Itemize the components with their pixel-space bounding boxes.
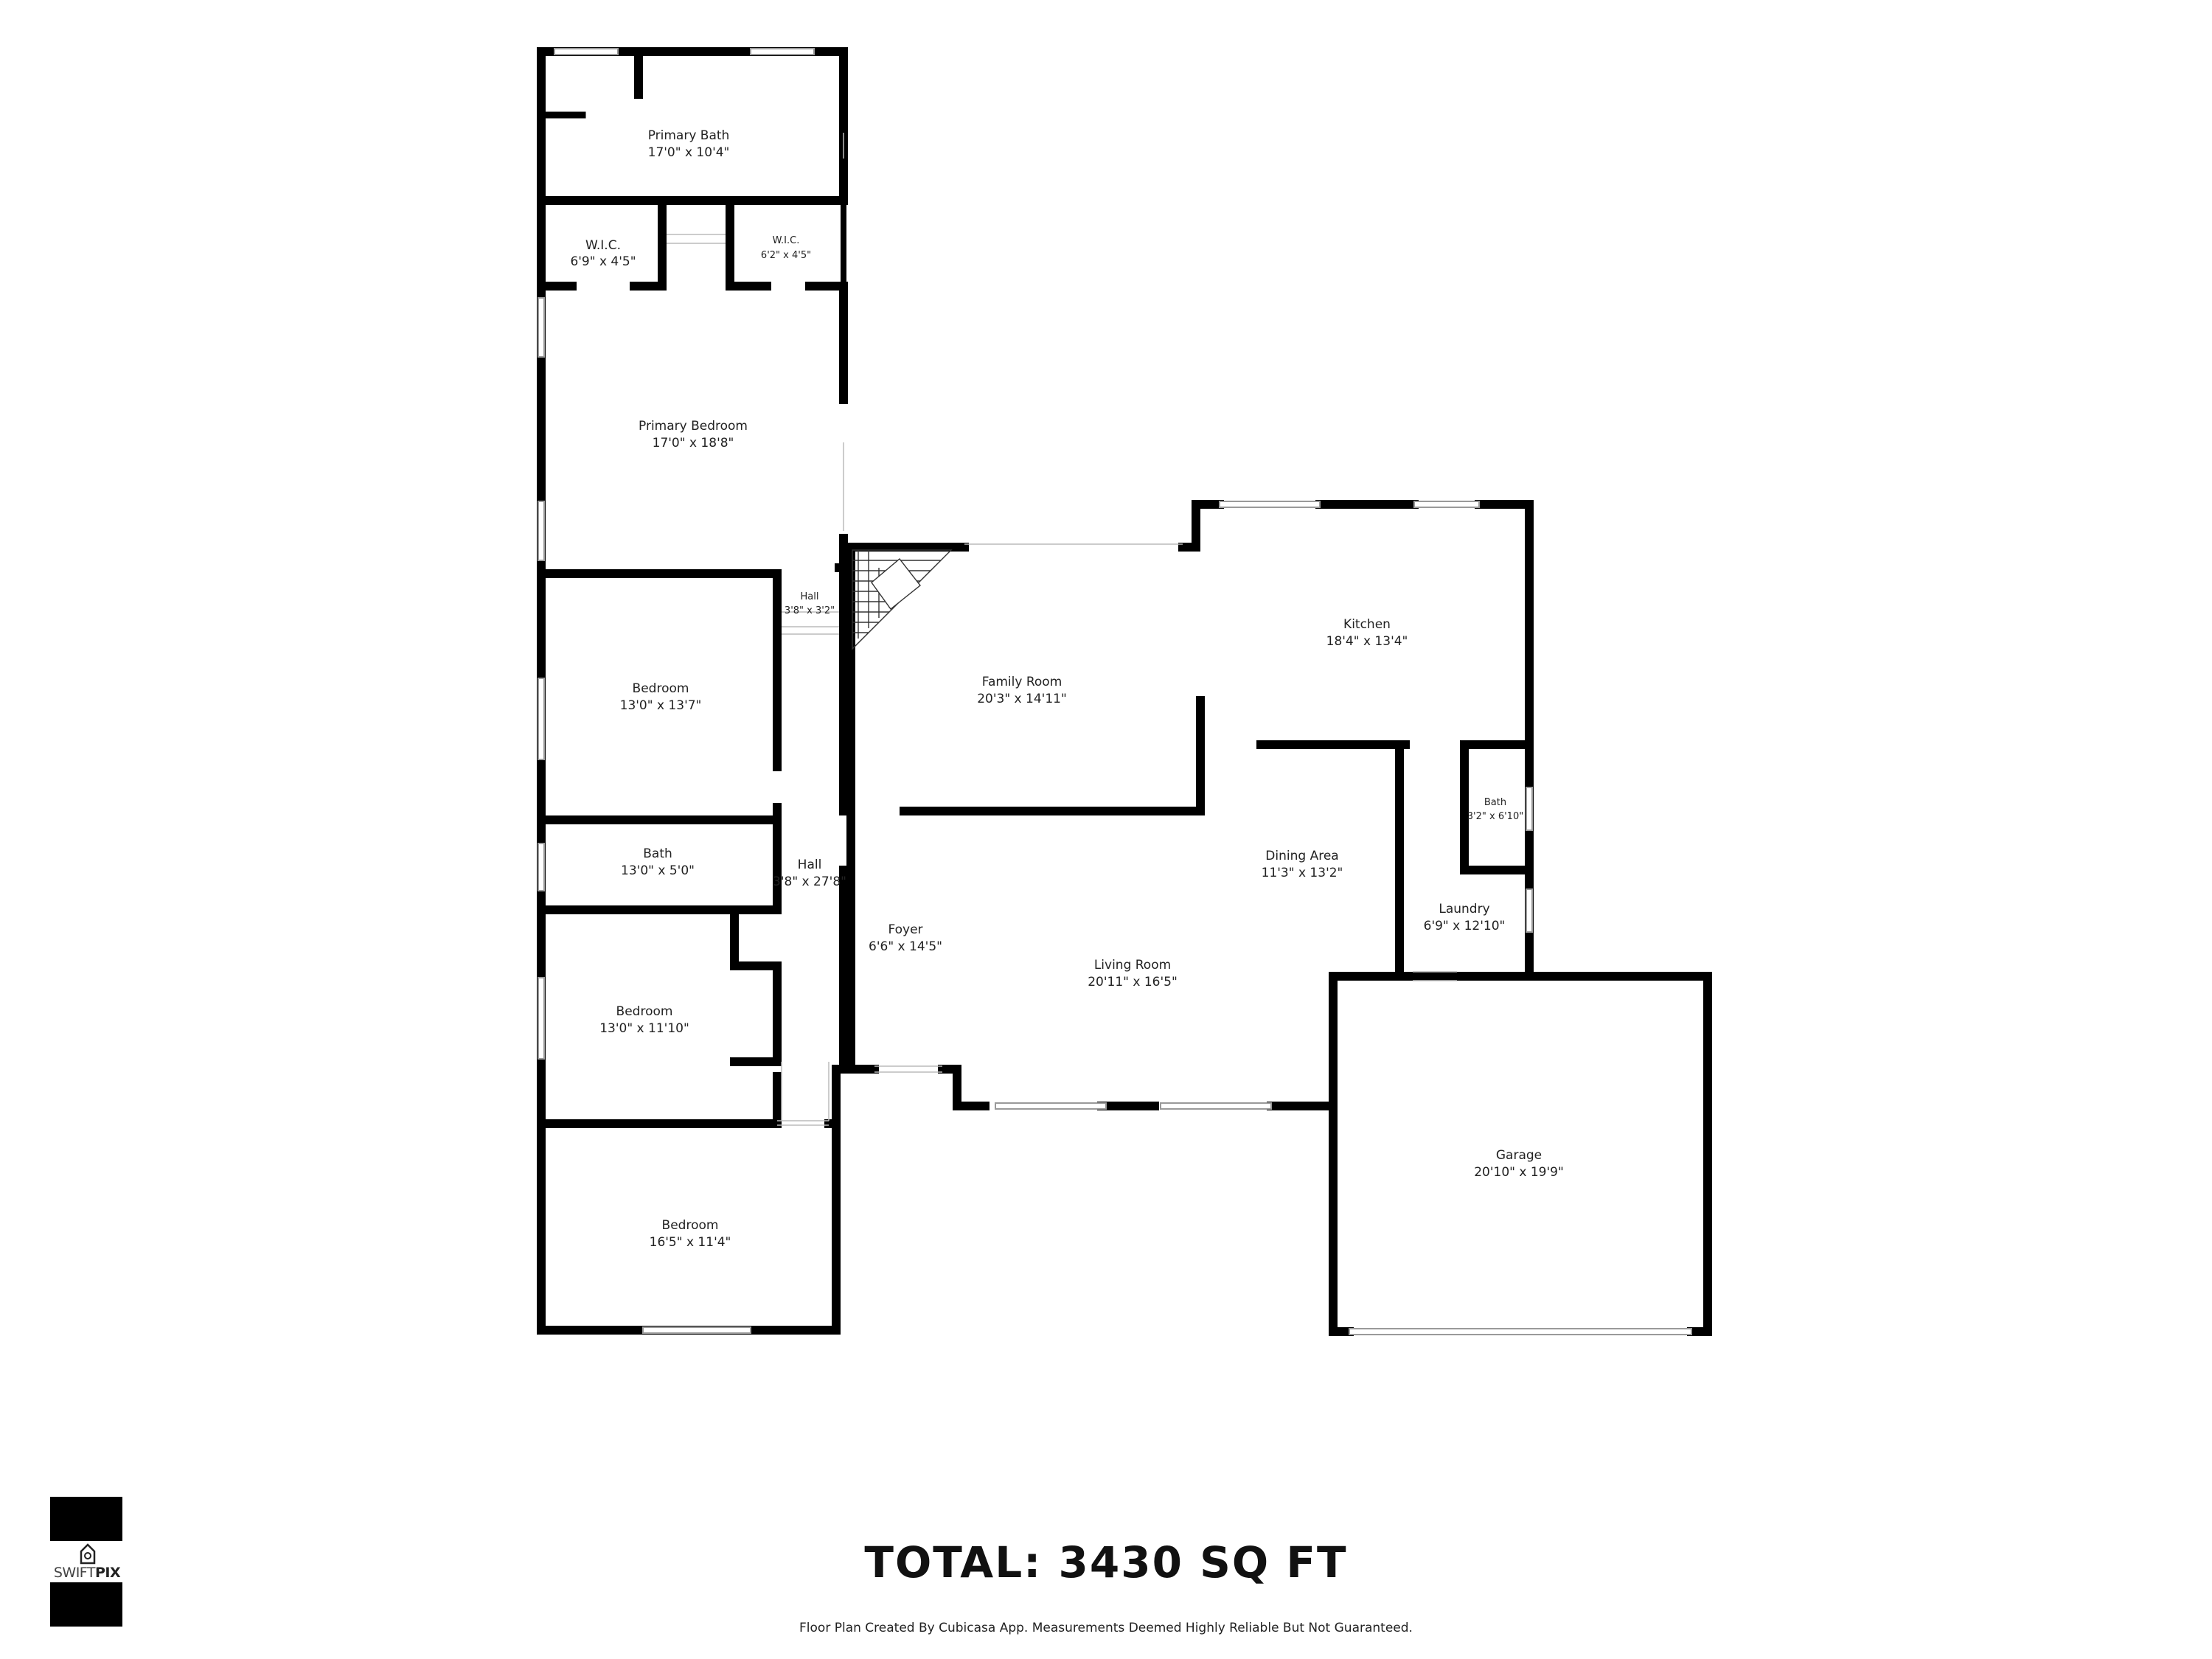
room-dims-hall-long: 3'8" x 27'8": [773, 874, 846, 889]
room-name-family-room: Family Room: [982, 675, 1062, 689]
room-name-hall-long: Hall: [798, 858, 822, 872]
room-name-wic-right: W.I.C.: [773, 235, 800, 246]
room-name-laundry: Laundry: [1439, 902, 1489, 917]
room-dims-garage: 20'10" x 19'9": [1474, 1165, 1564, 1180]
room-name-foyer: Foyer: [888, 922, 922, 937]
room-name-dining-area: Dining Area: [1265, 849, 1338, 863]
room-dims-bedroom-3: 16'5" x 11'4": [650, 1235, 731, 1250]
room-name-kitchen: Kitchen: [1343, 617, 1391, 632]
room-dims-bath-1: 13'0" x 5'0": [621, 863, 695, 878]
room-name-living-room: Living Room: [1094, 958, 1171, 973]
room-dims-family-room: 20'3" x 14'11": [977, 692, 1067, 706]
room-name-bedroom-1: Bedroom: [633, 681, 689, 696]
room-dims-hall-small: 3'8" x 3'2": [785, 605, 835, 616]
room-dims-laundry: 6'9" x 12'10": [1424, 919, 1506, 933]
room-labels: Primary Bath 17'0" x 10'4" W.I.C. 6'9" x…: [570, 128, 1563, 1250]
swiftpix-logo: SWIFTPIX: [49, 1497, 125, 1628]
room-name-primary-bath: Primary Bath: [648, 128, 730, 143]
logo-wordmark: SWIFTPIX: [53, 1565, 121, 1581]
room-name-hall-small: Hall: [801, 591, 819, 602]
room-name-bedroom-3: Bedroom: [662, 1218, 719, 1233]
room-dims-wic-right: 6'2" x 4'5": [761, 250, 811, 261]
room-dims-bedroom-2: 13'0" x 11'10": [599, 1021, 689, 1036]
room-dims-bedroom-1: 13'0" x 13'7": [620, 698, 702, 713]
room-dims-living-room: 20'11" x 16'5": [1088, 975, 1178, 990]
logo-bar-top: [50, 1497, 122, 1541]
disclaimer-text: Floor Plan Created By Cubicasa App. Meas…: [799, 1621, 1413, 1635]
room-dims-bath-2: 3'2" x 6'10": [1467, 811, 1523, 822]
room-dims-wic-left: 6'9" x 4'5": [570, 254, 636, 269]
room-name-bath-1: Bath: [643, 846, 672, 861]
room-dims-dining-area: 11'3" x 13'2": [1262, 866, 1343, 880]
room-dims-primary-bedroom: 17'0" x 18'8": [653, 436, 734, 451]
walls: [537, 47, 1712, 1336]
windows: [538, 48, 1692, 1335]
room-dims-foyer: 6'6" x 14'5": [869, 939, 942, 954]
room-dims-kitchen: 18'4" x 13'4": [1326, 634, 1408, 649]
total-square-footage: TOTAL: 3430 SQ FT: [864, 1537, 1348, 1587]
logo-bar-bottom: [50, 1582, 122, 1627]
room-name-primary-bedroom: Primary Bedroom: [639, 419, 748, 434]
room-dims-primary-bath: 17'0" x 10'4": [648, 145, 730, 160]
room-name-bedroom-2: Bedroom: [616, 1004, 673, 1019]
stairs: [852, 549, 953, 650]
room-name-bath-2: Bath: [1484, 797, 1506, 808]
openings: [667, 133, 1457, 1126]
room-name-garage: Garage: [1496, 1148, 1542, 1163]
room-name-wic-left: W.I.C.: [585, 238, 621, 253]
house-icon: [80, 1543, 96, 1565]
